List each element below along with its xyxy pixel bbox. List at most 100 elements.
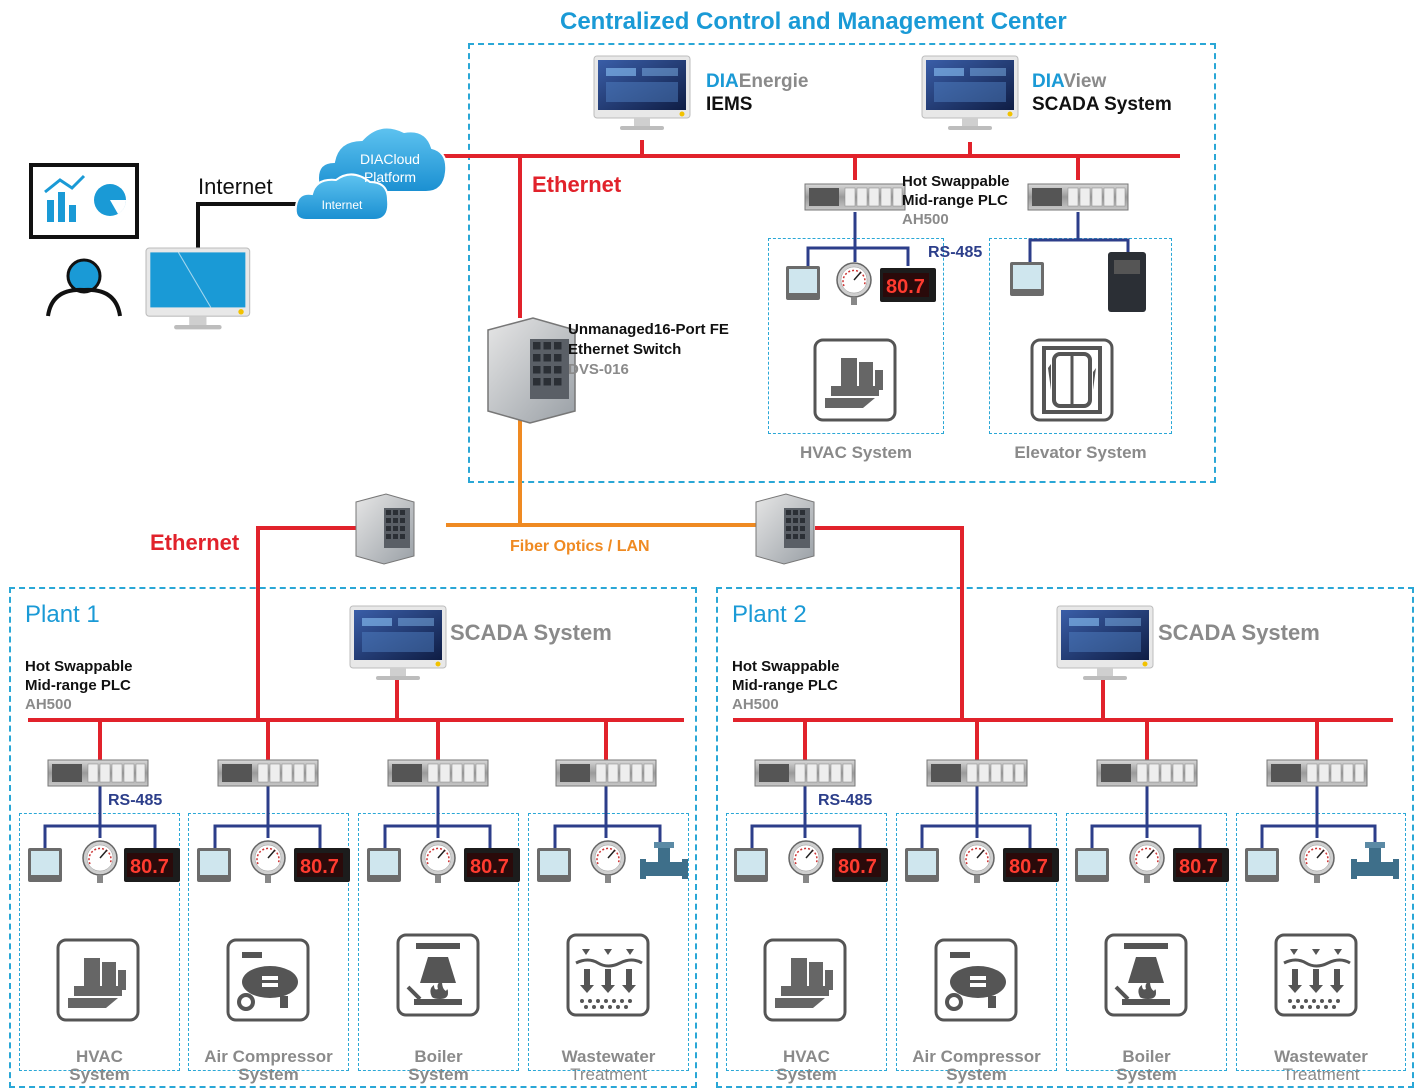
diaview-prefix: DIA [1032,71,1064,92]
diacloud-line1: DIACloud [360,151,420,167]
plant2-waste-gauge [1299,840,1335,884]
diaenergie-label: DIAEnergie IEMS [706,70,808,116]
plant2-plc-label: Hot Swappable Mid-range PLC AH500 [732,657,840,714]
plant1-air-gauge [250,840,286,884]
diaenergie-suffix: Energie [738,71,809,92]
plant1-sys-waste-l1: Wastewater [561,1047,656,1066]
plant1-sys-boiler-l2: System [408,1065,469,1084]
internet-label: Internet [198,174,273,199]
plant2-sys-hvac-l2: System [776,1065,837,1084]
diacloud-line2: Platform [363,169,417,185]
center-plc-model: AH500 [902,211,949,228]
switch-line2: Ethernet Switch [568,341,682,358]
plant2-plc-3 [1096,759,1198,787]
plant1-plc-2 [217,759,319,787]
user-icon [46,258,122,317]
plant1-box-waste [528,813,689,1071]
scada-system-label: SCADA System [1032,94,1172,115]
plant1-wastewater-icon [566,933,650,1017]
center-hvac-meter [880,268,936,302]
plant2-wastewater-icon [1274,933,1358,1017]
plant2-hvac-hmi [734,848,768,882]
plant2-sys-hvac-l1: HVAC [783,1047,830,1066]
iems-label: IEMS [706,94,753,115]
plant2-hvac-meter [832,848,888,882]
plant1-scada-monitor [349,605,447,681]
switch-model: DVS-016 [568,361,629,378]
plant1-waste-gauge [590,840,626,884]
plant2-plc-1 [754,759,856,787]
plant1-hvac-gauge [82,840,118,884]
plant1-plc-4 [555,759,657,787]
plant2-plc-line2: Mid-range PLC [732,677,838,694]
plant1-frame [9,587,697,1088]
plant1-plc-1 [47,759,149,787]
plant2-sys-boiler-l1: Boiler [1122,1047,1171,1066]
center-rs485-label: RS-485 [928,244,983,261]
plant1-air-meter [294,848,350,882]
switch-label: Unmanaged16-Port FE Ethernet Switch DVS-… [568,320,729,380]
plant1-scada-label: SCADA System [450,620,612,645]
center-plc-line2: Mid-range PLC [902,192,1008,209]
plant2-title: Plant 2 [732,601,807,628]
plant2-hvac-icon [763,938,847,1022]
plant1-sys-hvac-l1: HVAC [76,1047,123,1066]
plant2-air-hmi [905,848,939,882]
internet-cloud-icon [294,173,390,221]
center-elevator-drive [1108,252,1146,312]
plant2-boiler-meter [1173,848,1229,882]
center-hvac-label: HVAC System [799,443,913,462]
plant2-plc-2 [926,759,1028,787]
plant1-hvac-icon [56,938,140,1022]
center-elevator-hmi [1010,262,1044,296]
diacloud-label: DIACloud Platform [350,150,430,186]
plant2-frame [716,587,1414,1088]
diaview-label: DIAView SCADA System [1032,70,1172,116]
plant2-waste-hmi [1245,848,1279,882]
center-hvac-hmi [786,266,820,300]
plant1-sys-waste-l2: Treatment [570,1065,647,1084]
plant1-plc-label: Hot Swappable Mid-range PLC AH500 [25,657,133,714]
plant1-plc-line2: Mid-range PLC [25,677,131,694]
plant2-boiler-gauge [1129,840,1165,884]
plant1-sys-hvac-l2: System [69,1065,130,1084]
plant1-boiler-hmi [367,848,401,882]
plant1-sys-boiler-l1: Boiler [414,1047,463,1066]
plant2-scada-label: SCADA System [1158,620,1320,645]
remote-monitor [145,247,251,330]
center-ethernet-label: Ethernet [532,172,622,197]
dashboard-chart-icon [29,163,139,239]
plant1-boiler-meter [464,848,520,882]
plant2-air-meter [1003,848,1059,882]
switch-line1: Unmanaged16-Port FE [568,321,729,338]
center-plc-label: Hot Swappable Mid-range PLC AH500 [902,172,1010,229]
center-elevator-label: Elevator System [1014,443,1147,462]
plant2-hvac-gauge [788,840,824,884]
plant2-boiler-icon [1104,933,1188,1017]
plant1-boiler-icon [396,933,480,1017]
center-plc-line1: Hot Swappable [902,173,1010,190]
plant1-plc-line1: Hot Swappable [25,658,133,675]
center-hvac-gauge [836,262,872,306]
plant1-sys-air-l2: System [238,1065,299,1084]
plant1-title: Plant 1 [25,601,100,628]
center-plc-2 [1027,183,1129,211]
diaview-monitor [921,55,1019,131]
center-elevator-icon [1030,338,1114,422]
plant1-hvac-hmi [28,848,62,882]
center-title: Centralized Control and Management Cente… [560,8,1067,35]
backbone-ethernet-label: Ethernet [150,530,240,555]
plant1-air-hmi [197,848,231,882]
main-switch [487,317,576,424]
plant1-plc-model: AH500 [25,696,72,713]
center-plc-1 [804,183,906,211]
